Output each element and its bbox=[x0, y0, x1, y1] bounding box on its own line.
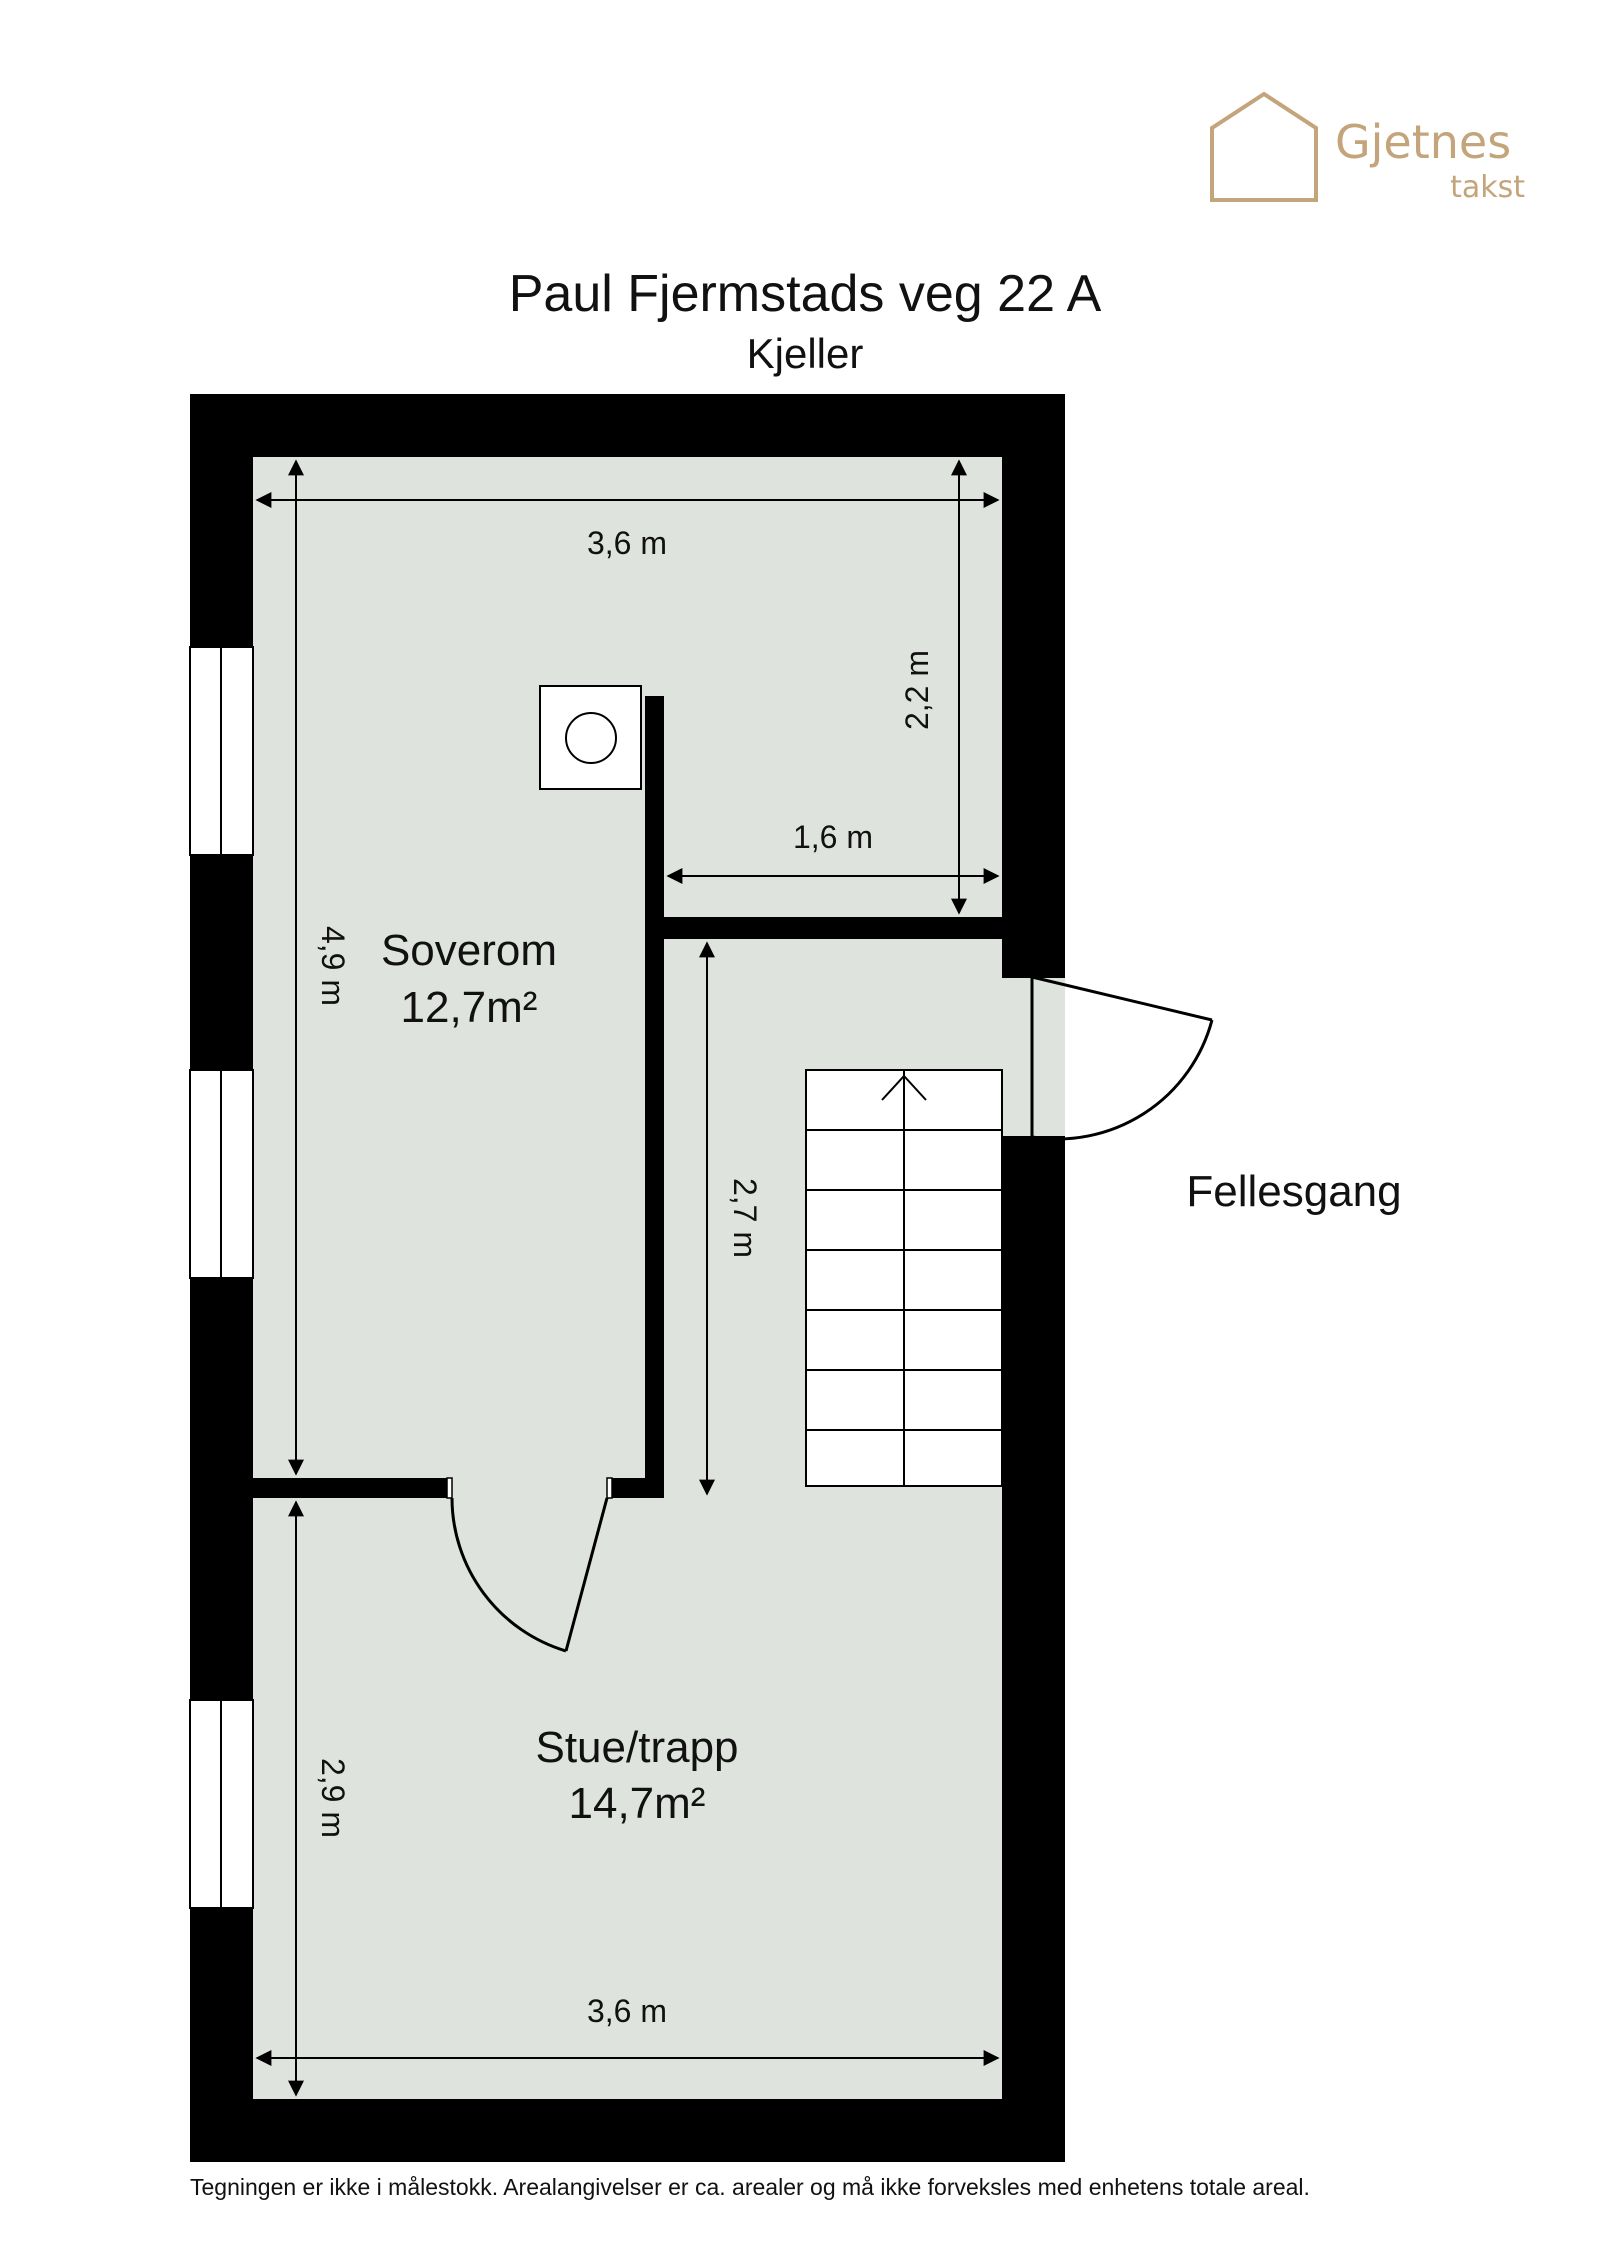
floor-name: Kjeller bbox=[747, 330, 864, 377]
dimension-label-top-width: 3,6 m bbox=[587, 525, 667, 561]
interior-wall bbox=[645, 696, 664, 1498]
house-logo-icon bbox=[1210, 91, 1318, 202]
dimension-label-inner-width: 1,6 m bbox=[793, 819, 873, 855]
interior-wall bbox=[253, 1478, 447, 1498]
logo-brand-line2: takst bbox=[1450, 170, 1525, 205]
chimney-icon bbox=[539, 685, 642, 790]
dimension-label-bottom-width: 3,6 m bbox=[587, 1993, 667, 2029]
room-name-living: Stue/trapp bbox=[535, 1723, 738, 1772]
disclaimer-text: Tegningen er ikke i målestokk. Arealangi… bbox=[190, 2174, 1310, 2200]
entry-door bbox=[1030, 975, 1214, 1141]
outside-area-label: Fellesgang bbox=[1186, 1167, 1401, 1216]
room-area-bedroom: 12,7m² bbox=[401, 983, 538, 1032]
stair-icon bbox=[805, 1069, 1003, 1487]
logo-brand-line1: Gjetnes bbox=[1335, 115, 1511, 169]
dimension-label-upper-right-height: 2,2 m bbox=[899, 650, 935, 730]
room-name-bedroom: Soverom bbox=[381, 926, 557, 975]
dimension-label-bedroom-height: 4,9 m bbox=[315, 926, 351, 1006]
dimension-label-hall-height: 2,7 m bbox=[727, 1178, 763, 1258]
plan-title: Paul Fjermstads veg 22 A bbox=[509, 265, 1102, 323]
interior-wall bbox=[612, 1478, 645, 1498]
dimension-label-living-height: 2,9 m bbox=[315, 1758, 351, 1838]
room-area-living: 14,7m² bbox=[569, 1779, 706, 1828]
interior-wall bbox=[664, 917, 1002, 939]
bedroom-door bbox=[450, 1497, 609, 1653]
